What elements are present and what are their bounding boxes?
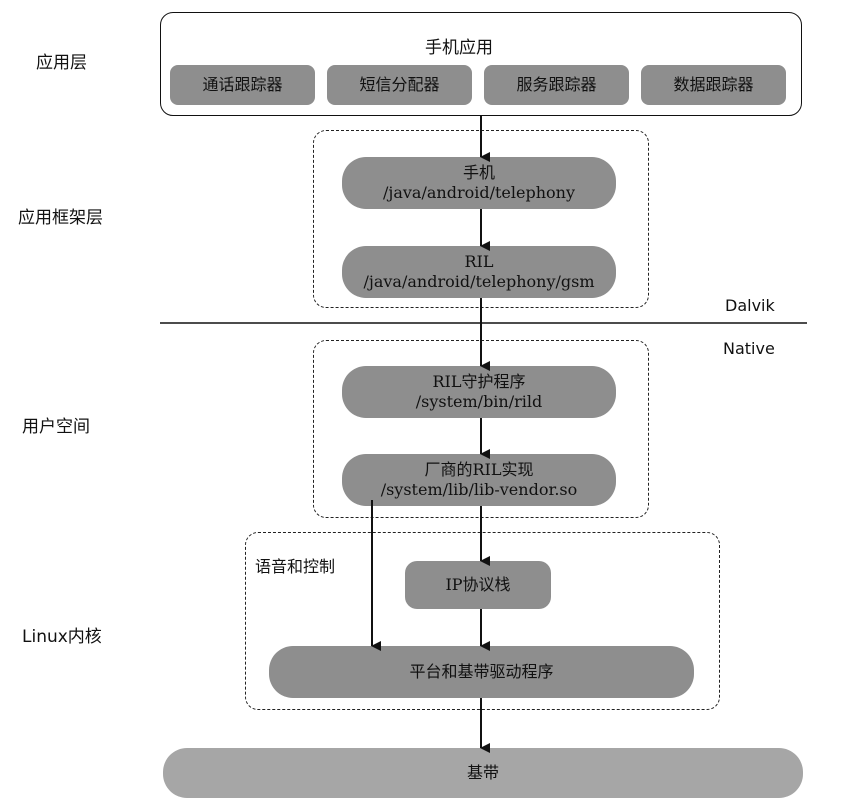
layer-label-framework: 应用框架层: [18, 208, 103, 228]
ril-daemon-block: RIL守护程序 /system/bin/rild: [342, 366, 616, 418]
layer-label-app: 应用层: [36, 53, 87, 73]
service-tracker-block: 服务跟踪器: [484, 65, 629, 105]
vendor-ril-block: 厂商的RIL实现 /system/lib/lib-vendor.so: [342, 454, 616, 506]
phone-block-path: /java/android/telephony: [383, 183, 575, 202]
ril-java-block: RIL /java/android/telephony/gsm: [342, 246, 616, 298]
ril-java-block-path: /java/android/telephony/gsm: [363, 272, 595, 291]
ip-stack-label: IP协议栈: [445, 575, 511, 594]
sms-dispatcher-block: 短信分配器: [327, 65, 472, 105]
data-tracker-block: 数据跟踪器: [641, 65, 786, 105]
voice-control-label: 语音和控制: [255, 557, 336, 576]
vendor-ril-path: /system/lib/lib-vendor.so: [380, 480, 578, 499]
service-tracker-label: 服务跟踪器: [516, 75, 597, 94]
ip-stack-block: IP协议栈: [405, 561, 551, 609]
data-tracker-label: 数据跟踪器: [673, 75, 754, 94]
vendor-ril-title: 厂商的RIL实现: [424, 460, 534, 479]
baseband-block: 基带: [163, 748, 803, 798]
ril-java-block-title: RIL: [464, 252, 494, 271]
call-tracker-block: 通话跟踪器: [170, 65, 315, 105]
phone-block: 手机 /java/android/telephony: [342, 157, 616, 209]
drivers-block: 平台和基带驱动程序: [269, 646, 694, 698]
baseband-label: 基带: [466, 763, 499, 782]
phone-block-title: 手机: [462, 163, 495, 182]
ril-daemon-title: RIL守护程序: [432, 372, 526, 391]
sms-dispatcher-label: 短信分配器: [359, 75, 440, 94]
layer-label-kernel: Linux内核: [22, 627, 102, 647]
layer-label-userspace: 用户空间: [22, 417, 90, 437]
app-box-title: 手机应用: [425, 38, 493, 58]
drivers-label: 平台和基带驱动程序: [409, 662, 554, 681]
kernel-box: [245, 532, 720, 710]
native-label: Native: [723, 339, 775, 358]
dalvik-label: Dalvik: [725, 296, 775, 315]
call-tracker-label: 通话跟踪器: [202, 75, 283, 94]
ril-daemon-path: /system/bin/rild: [415, 392, 543, 411]
